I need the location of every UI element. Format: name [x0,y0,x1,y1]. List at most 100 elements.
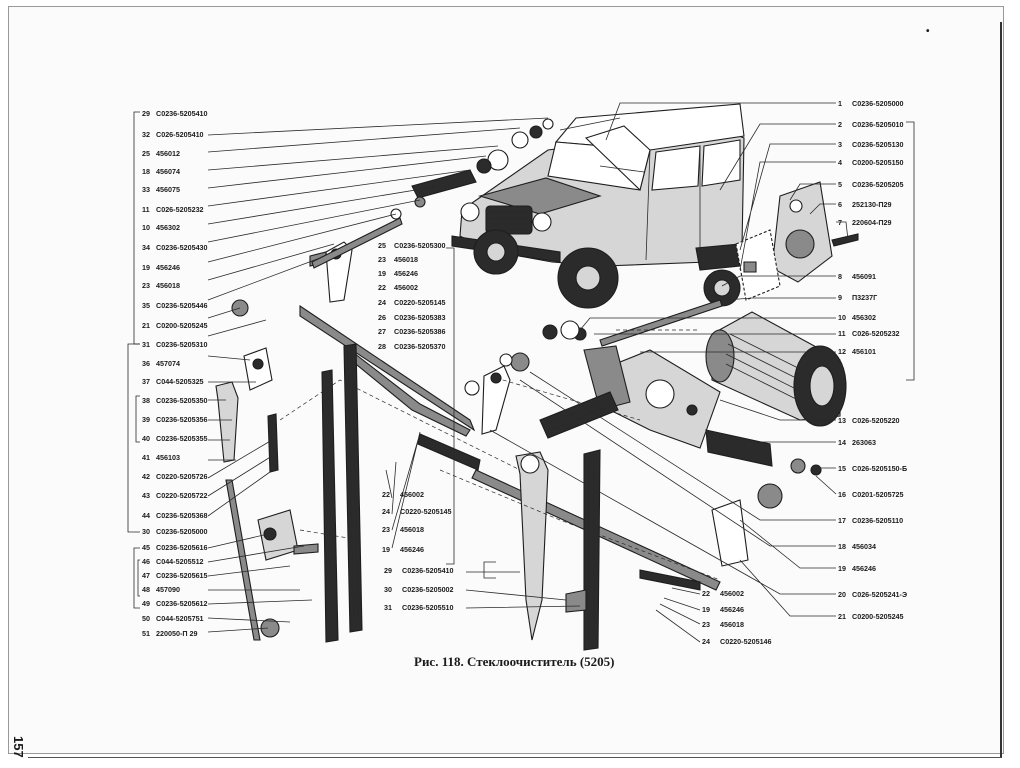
part-code: С0236-5205410 [402,566,454,575]
callout-label: 7 [838,218,842,227]
callout-label: 29 [384,566,392,575]
motor-drawing [703,181,859,427]
drawing-border [28,22,1002,758]
part-code: С0236-5205310 [156,340,208,349]
part-code: С0236-5205383 [394,313,446,322]
callout-label: 12 [838,347,846,356]
callout-label: 19 [838,564,846,573]
part-code: С0236-5205350 [156,396,208,405]
callout-label: 49 [142,599,150,608]
callout-label: 1 [838,99,842,108]
part-code: П3237Г [852,293,877,302]
part-code: С026-5205150-Б [852,464,907,473]
part-code: 456101 [852,347,876,356]
part-code: С0236-5205615 [156,571,208,580]
callout-label: 42 [142,472,150,481]
callout-label: 21 [142,321,150,330]
callout-label: 20 [838,590,846,599]
page-number: 157 [11,736,26,758]
callout-label: 22 [378,283,386,292]
callout-label: 9 [838,293,842,302]
callout-label: 22 [702,589,710,598]
callout-label: 31 [384,603,392,612]
part-code: С0236-5205205 [852,180,904,189]
callout-label: 11 [142,205,150,214]
part-code: С0236-5205000 [156,527,208,536]
callout-label: 27 [378,327,386,336]
part-code: С044-5205325 [156,377,204,386]
callout-label: 11 [838,329,846,338]
callout-label: 19 [378,269,386,278]
part-code: С0236-5205355 [156,434,208,443]
part-code: С0236-5205368 [156,511,208,520]
part-code: С0220-5205726 [156,472,208,481]
callout-label: 39 [142,415,150,424]
part-code: 456018 [156,281,180,290]
part-code: С0236-5205410 [156,109,208,118]
part-code: С026-5205232 [156,205,204,214]
callout-label: 35 [142,301,150,310]
callout-label: 19 [382,545,390,554]
part-code: 456018 [720,620,744,629]
callout-label: 44 [142,511,150,520]
callout-label: 45 [142,543,150,552]
callout-label: 17 [838,516,846,525]
callout-label: 33 [142,185,150,194]
part-code: С0200-5205150 [852,158,904,167]
vehicle-drawing [451,103,745,309]
callout-label: 16 [838,490,846,499]
callout-label: 21 [838,612,846,621]
callout-label: 50 [142,614,150,623]
figure-caption: Рис. 118. Стеклоочиститель (5205) [414,654,615,669]
part-code: 457090 [156,585,180,594]
part-code: 456246 [720,605,744,614]
part-code: С026-5205241-Э [852,590,907,599]
part-code: 456018 [400,525,424,534]
part-code: 456302 [156,223,180,232]
part-code: С0220-5205145 [400,507,452,516]
callout-label: 36 [142,359,150,368]
callout-label: 46 [142,557,150,566]
callout-label: 32 [142,130,150,139]
part-code: С026-5205232 [852,329,900,338]
part-code: С0236-5205010 [852,120,904,129]
callout-label: 10 [142,223,150,232]
callout-label: 30 [384,585,392,594]
part-code: 456074 [156,167,180,176]
callout-label: 23 [702,620,710,629]
part-code: 456246 [400,545,424,554]
callout-label: 23 [142,281,150,290]
part-code: С0200-5205245 [852,612,904,621]
callout-label: 47 [142,571,150,580]
part-code: 457074 [156,359,180,368]
part-code: 456034 [852,542,876,551]
part-code: С0201-5205725 [852,490,904,499]
part-code: 456302 [852,313,876,322]
callout-label: 38 [142,396,150,405]
part-code: С0236-5205430 [156,243,208,252]
wiper-blades [321,343,601,651]
callout-label: 19 [142,263,150,272]
part-code: 220050-П 29 [156,629,198,638]
part-code: С044-5205512 [156,557,204,566]
callout-label: 19 [702,605,710,614]
part-code: С0236-5205616 [156,543,208,552]
part-code: С0236-5205002 [402,585,454,594]
callout-label: 28 [378,342,386,351]
gearbox-housing [542,320,721,449]
callout-label: 51 [142,629,150,638]
part-code: С026-5205220 [852,416,900,425]
callout-label: 24 [702,637,710,646]
part-code: С0236-5205356 [156,415,208,424]
corner-mark: • [926,26,930,37]
callout-label: 40 [142,434,150,443]
callout-label: 18 [142,167,150,176]
part-code: С0236-5205386 [394,327,446,336]
part-code: 456002 [720,589,744,598]
callout-label: 2 [838,120,842,129]
part-code: С0236-5205000 [852,99,904,108]
part-code: 456012 [156,149,180,158]
callout-label: 25 [378,241,386,250]
